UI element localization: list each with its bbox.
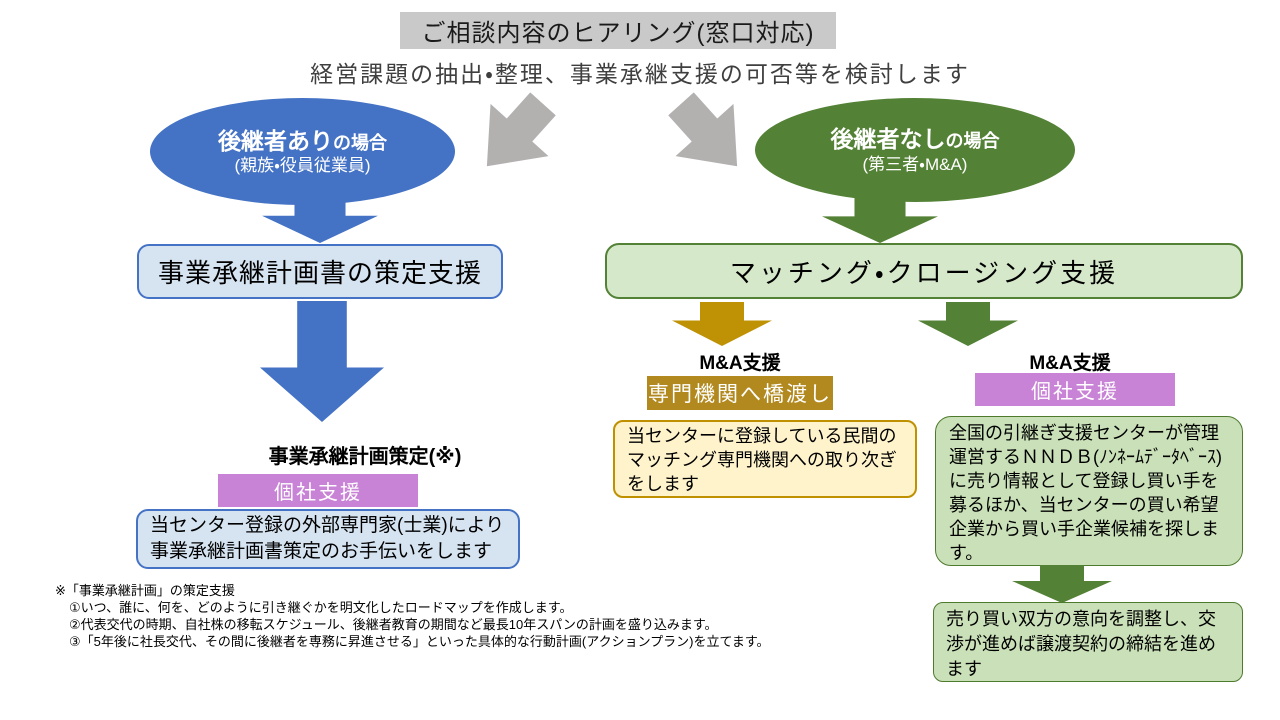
plan-support-box: 事業承継計画書の策定支援 [137, 244, 503, 299]
green-arrow-1-icon [822, 197, 938, 243]
nndb-description: 全国の引継ぎ支援センターが管理運営するＮＮＤＢ(ﾉﾝﾈｰﾑﾃﾞｰﾀﾍﾞｰｽ)に売… [935, 416, 1243, 566]
gold-arrow-icon [672, 302, 772, 346]
page-subtitle: 経営課題の抽出・整理、事業承継支援の可否等を検討します [310, 61, 970, 87]
bridge-description: 当センターに登録している民間のマッチング専門機関への取り次ぎをします [613, 420, 917, 498]
left-case-title: 後継者ありの場合 [218, 127, 387, 154]
green-arrow-3-icon [1012, 565, 1112, 603]
footnote-item-1: ①いつ、誰に、何を、どのように引き継ぐかを明文化したロードマップを作成します。 [69, 600, 573, 615]
green-arrow-2-icon [918, 302, 1018, 346]
blue-arrow-2-icon [260, 301, 384, 422]
gray-branch-arrow-left-icon [458, 78, 572, 193]
closing-description: 売り買い双方の意向を調整し、交渉が進めば譲渡契約の締結を進めます [933, 602, 1243, 682]
right-case-ellipse: 後継者なしの場合 (第三者・M&A) [755, 98, 1075, 202]
gray-branch-arrow-right-icon [652, 78, 766, 193]
left-case-ellipse: 後継者ありの場合 (親族・役員従業員) [150, 98, 455, 205]
footnote-item-3: ③「5年後に社長交代、その間に後継者を専務に昇進させる」といった具体的な行動計画… [69, 634, 770, 649]
right-case-title: 後継者なしの場合 [830, 126, 1000, 152]
left-case-subtitle: (親族・役員従業員) [234, 156, 371, 176]
right-kosha-shien-tag: 個社支援 [975, 373, 1175, 406]
right-case-subtitle: (第三者・M&A) [862, 154, 968, 174]
page-title: ご相談内容のヒアリング(窓口対応) [400, 12, 836, 49]
bridge-tag: 専門機関へ橋渡し [647, 376, 833, 410]
left-kosha-shien-tag: 個社支援 [218, 474, 418, 507]
footnote-title: ※「事業承継計画」の策定支援 [55, 583, 235, 598]
footnote: ※「事業承継計画」の策定支援 ①いつ、誰に、何を、どのように引き継ぐかを明文化し… [55, 582, 815, 650]
plan-making-label: 事業承継計画策定(※) [268, 446, 462, 468]
matching-closing-box: マッチング・クロージング支援 [605, 243, 1243, 299]
left-support-description: 当センター登録の外部専門家(士業)により事業承継計画書策定のお手伝いをします [136, 509, 520, 569]
ma-support-label-right: M&A支援 [1029, 353, 1111, 374]
footnote-item-2: ②代表交代の時期、自社株の移転スケジュール、後継者教育の期間など最長10年スパン… [69, 617, 718, 632]
ma-support-label-left: M&A支援 [699, 353, 781, 374]
